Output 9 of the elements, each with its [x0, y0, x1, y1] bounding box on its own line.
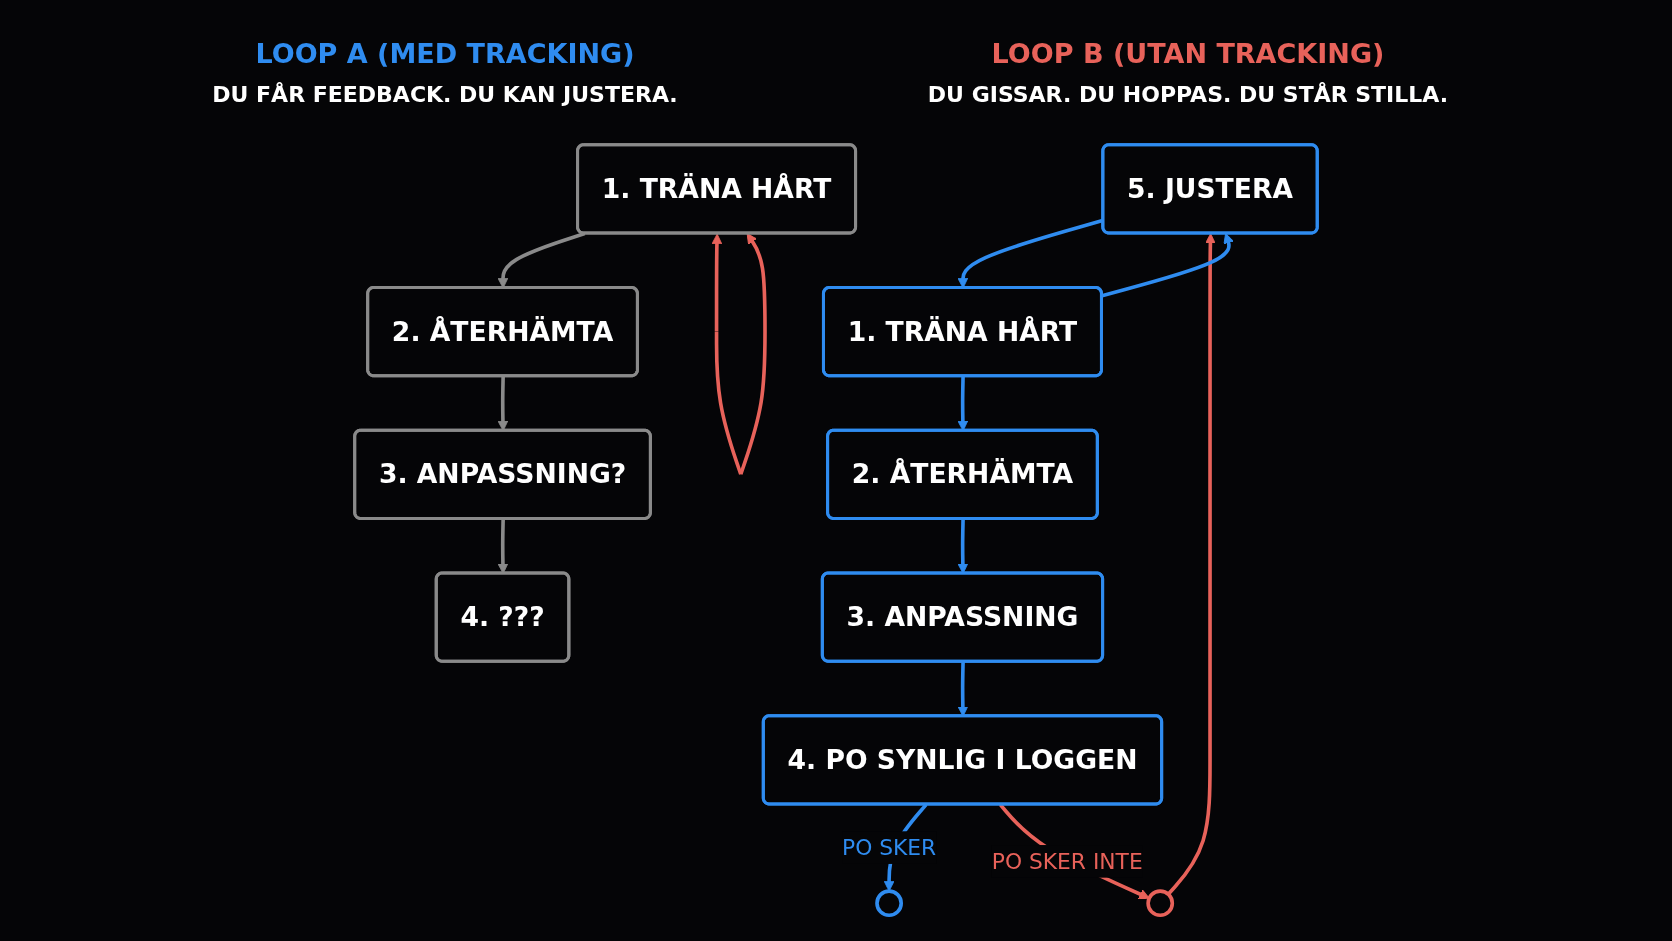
arrow — [1166, 233, 1216, 896]
node-circle — [875, 889, 904, 918]
node-circle — [1146, 889, 1175, 918]
edge-label: PO SKER INTE — [991, 848, 1143, 875]
heading: LOOP A (MED TRACKING) — [254, 38, 636, 69]
subheading: DU FÅR FEEDBACK. DU KAN JUSTERA. — [211, 82, 679, 107]
heading: LOOP B (UTAN TRACKING) — [990, 38, 1386, 69]
edge-label: PO SKER — [842, 834, 937, 861]
subheading: DU GISSAR. DU HOPPAS. DU STÅR STILLA. — [926, 82, 1450, 107]
